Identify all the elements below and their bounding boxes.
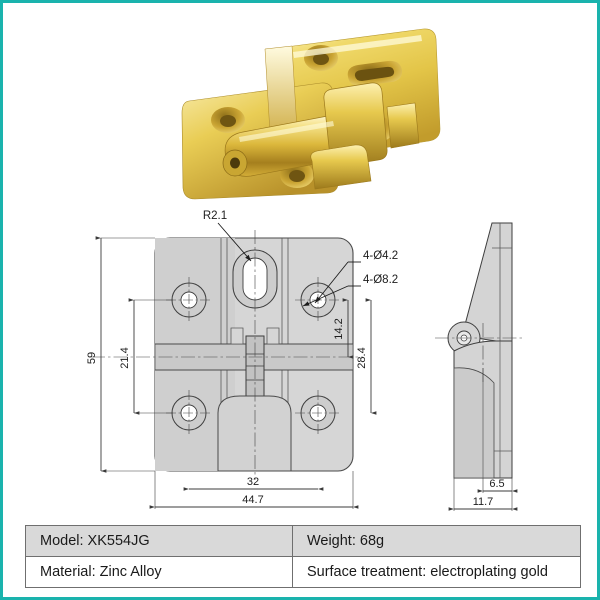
dimension-hole-offset-upper: 14.2 [333, 298, 354, 359]
countersink-bore-1 [313, 53, 329, 65]
hinge-knuckle-center [323, 82, 388, 167]
spec-weight: Weight: 68g [291, 525, 582, 557]
dimension-overall-width: 44.7 [149, 471, 359, 509]
callout-label-hole: 4-Ø4.2 [363, 250, 398, 262]
table-row: Model: XK554JG Weight: 68g [25, 525, 582, 557]
callout-counterbore: 4-Ø8.2 [302, 274, 398, 307]
table-row: Material: Zinc Alloy Surface treatment: … [25, 556, 582, 588]
side-view [435, 222, 523, 479]
engineering-drawing: 59 21.4 14.2 28.4 32 [86, 210, 523, 511]
spec-material: Material: Zinc Alloy [25, 556, 293, 588]
oval-slot [347, 60, 403, 87]
dimension-overall-depth: 11.7 [448, 478, 518, 511]
lower-lug [217, 395, 292, 472]
dimension-label-21-4: 21.4 [119, 347, 131, 368]
dimension-label-14-2: 14.2 [333, 318, 345, 339]
hinge-knuckle-stub [386, 102, 420, 149]
dimension-hole-spacing-horizontal: 32 [183, 476, 324, 491]
dimension-overall-height: 59 [86, 236, 155, 473]
dimension-label-59: 59 [86, 352, 98, 364]
dimension-leaf-thickness-inner: 6.5 [477, 478, 518, 493]
dimension-label-6-5: 6.5 [489, 478, 504, 490]
specification-table: Model: XK554JG Weight: 68g Material: Zin… [25, 525, 582, 588]
spec-surface-treatment: Surface treatment: electroplating gold [291, 556, 582, 588]
dimension-hole-spacing-vertical: 21.4 [119, 298, 173, 415]
callout-slot-radius: R2.1 [203, 210, 252, 262]
dimension-label-32: 32 [247, 476, 259, 488]
highlight-upper [293, 35, 422, 58]
countersink-bore-4 [289, 170, 305, 182]
callout-through-hole: 4-Ø4.2 [314, 250, 398, 304]
countersunk-hole-br [295, 390, 341, 436]
countersunk-hole-tl [166, 277, 212, 323]
dimension-label-28-4: 28.4 [356, 347, 368, 368]
callout-label-r21: R2.1 [203, 210, 227, 222]
highlight-barrel [239, 121, 334, 142]
gold-plated-hinge-photo [181, 28, 441, 200]
product-photo-area [3, 3, 597, 213]
countersink-bore-3 [220, 115, 236, 127]
dimension-hole-spacing-right: 28.4 [356, 298, 377, 415]
dimension-label-44-7: 44.7 [242, 494, 263, 506]
hinge-knuckle-lower [310, 144, 372, 190]
front-view [91, 230, 363, 480]
callout-label-counterbore: 4-Ø8.2 [363, 274, 398, 286]
pin-bore [230, 157, 240, 169]
technical-drawing-area: 59 21.4 14.2 28.4 32 [3, 208, 597, 518]
dimension-label-11-7: 11.7 [473, 496, 494, 508]
spec-model: Model: XK554JG [25, 525, 293, 557]
